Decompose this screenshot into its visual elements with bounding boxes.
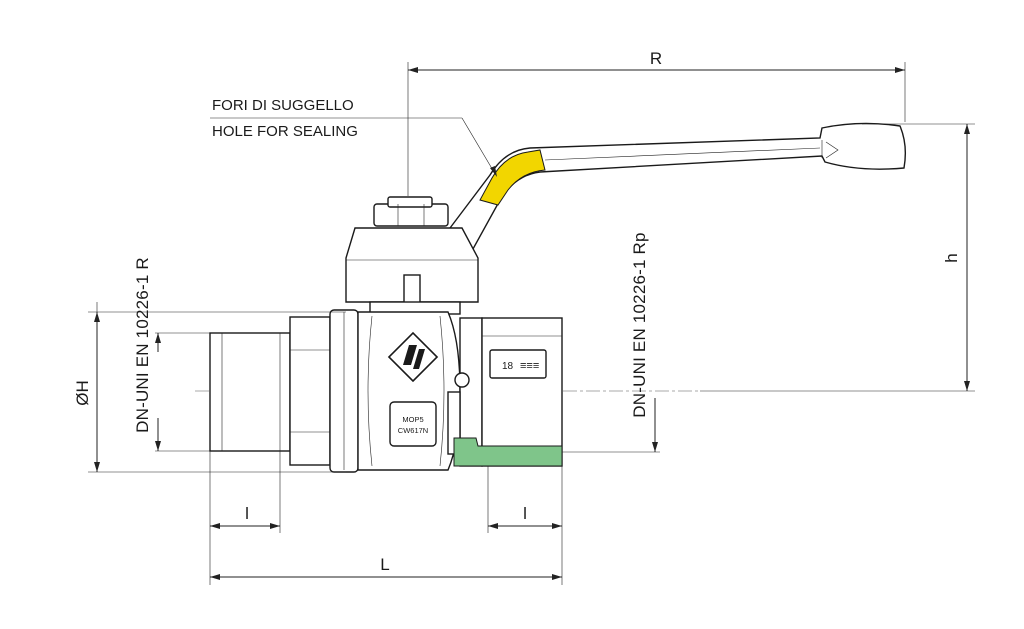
female-threaded-end: 18 ≡≡≡ xyxy=(481,317,563,467)
green-gasket xyxy=(453,437,563,467)
lever-handle xyxy=(446,122,907,266)
dimension-l-right: l xyxy=(487,466,562,533)
stamp-plate: MOP5 CW617N xyxy=(389,401,437,447)
diamond-logo-icon xyxy=(387,331,439,383)
gas-symbol-icon: ≡≡≡ xyxy=(520,360,539,372)
female-thread-standard: DN-UNI EN 10226-1 Rp xyxy=(630,232,649,417)
left-hex xyxy=(289,316,331,466)
dim-l-left-label: l xyxy=(245,504,249,523)
sealing-hole-callout: FORI DI SUGGELLO HOLE FOR SEALING xyxy=(210,97,497,177)
dim-OH-label: ØH xyxy=(73,380,92,406)
callout-english: HOLE FOR SEALING xyxy=(212,123,358,140)
dim-R-label: R xyxy=(650,49,662,68)
dimension-L: L xyxy=(209,451,563,585)
pressure-marking: MOP5 xyxy=(402,415,423,424)
dim-l-right-label: l xyxy=(523,504,527,523)
dimension-R: R xyxy=(407,49,906,196)
male-thread-standard: DN-UNI EN 10226-1 R xyxy=(133,257,152,433)
female-thread-indicator xyxy=(562,398,660,453)
dimension-OH: ØH xyxy=(73,302,346,473)
male-threaded-end xyxy=(209,332,291,452)
svg-text:≡≡≡: ≡≡≡ xyxy=(520,360,539,372)
dim-L-label: L xyxy=(380,555,389,574)
handle-yellow-band xyxy=(479,149,546,206)
lever-hub xyxy=(345,227,479,306)
dim-h-label: h xyxy=(942,253,961,262)
size-marking: 18 xyxy=(502,361,514,372)
callout-italian: FORI DI SUGGELLO xyxy=(212,97,354,114)
male-thread-indicator xyxy=(155,332,210,452)
dimension-h: h xyxy=(700,123,975,392)
dimension-l-left: l xyxy=(210,451,281,533)
material-marking: CW617N xyxy=(398,426,428,435)
stem-nut xyxy=(373,196,449,227)
